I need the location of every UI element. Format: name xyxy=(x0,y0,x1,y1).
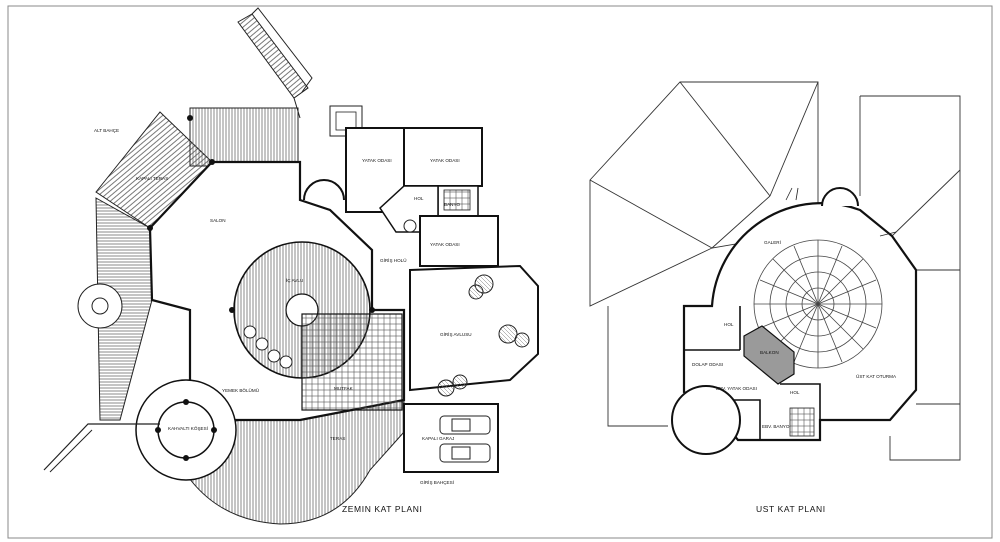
label-banyo: BANYO xyxy=(444,202,461,207)
label-yatak-3: YATAK ODASI xyxy=(430,242,460,247)
label-kapali-teras: KAPALI TERAS xyxy=(136,176,168,181)
label-mutfak: MUTFAK xyxy=(334,386,354,391)
bedrooms-block xyxy=(345,127,499,267)
garden-path xyxy=(43,423,160,471)
label-galeri: GALERİ xyxy=(764,239,781,245)
label-ust-kat-oturma: ÜST KAT OTURMA xyxy=(856,373,897,379)
exterior-stair xyxy=(237,7,313,119)
breakfast-corner xyxy=(135,379,237,481)
label-balkon: BALKON xyxy=(760,350,779,355)
entrance-courtyard xyxy=(409,264,539,392)
label-giris-holu: GİRİŞ HOLÜ xyxy=(380,257,407,263)
entry-niche xyxy=(303,179,345,201)
label-yatak-2: YATAK ODASI xyxy=(430,158,460,163)
label-yemek-bolumu: YEMEK BÖLÜMÜ xyxy=(222,387,259,393)
label-giris-avlusu: GİRİŞ AVLUSU xyxy=(440,331,472,337)
upper-niche xyxy=(821,187,859,207)
label-kahvalti-kosesi: KAHVALTI KÖŞESİ xyxy=(168,425,208,431)
label-alt-bahce: ALT BAHÇE xyxy=(94,128,119,133)
ground-floor-plan: ALT BAHÇE KAPALI TERAS SALON YATAK ODASI… xyxy=(43,7,539,525)
ground-floor-title: ZEMIN KAT PLANI xyxy=(342,504,422,514)
upper-floor-title: UST KAT PLANI xyxy=(756,504,826,514)
left-terrace xyxy=(95,197,153,421)
label-salon: SALON xyxy=(210,218,226,223)
label-hol-upper-1: HOL xyxy=(724,322,734,327)
label-giris-bahcesi: GİRİŞ BAHÇESİ xyxy=(420,479,454,485)
label-hol-upper-2: HOL xyxy=(790,390,800,395)
balcony xyxy=(743,325,795,385)
kitchen-floor xyxy=(301,313,403,411)
label-ic-avlu: İÇ AVLU xyxy=(286,277,303,283)
label-kapali-garaj: KAPALI GARAJ xyxy=(422,436,454,441)
label-gomme-dolap: DOLAP ODASI xyxy=(692,362,723,367)
courtyard-trees xyxy=(437,274,530,397)
sheet-frame xyxy=(7,5,993,539)
master-bay xyxy=(671,385,741,455)
label-teras: TERAS xyxy=(330,436,345,441)
label-ebeveyn-banyo: EBV. BANYO xyxy=(762,424,790,429)
label-yatak-1: YATAK ODASI xyxy=(362,158,392,163)
stair-arrows xyxy=(785,187,897,237)
columns xyxy=(147,115,375,313)
garage-cars xyxy=(439,415,491,463)
label-ebeveyn-yatak: EBV. YATAK ODASI xyxy=(716,386,757,391)
label-hol: HOL xyxy=(414,196,424,201)
upper-floor-plan: GALERİ HOL DOLAP ODASI EBV. YATAK ODASI … xyxy=(589,81,961,514)
small-pool xyxy=(77,283,123,329)
gallery-dome xyxy=(753,239,883,369)
upper-partitions xyxy=(684,306,821,440)
top-terrace xyxy=(189,107,299,167)
